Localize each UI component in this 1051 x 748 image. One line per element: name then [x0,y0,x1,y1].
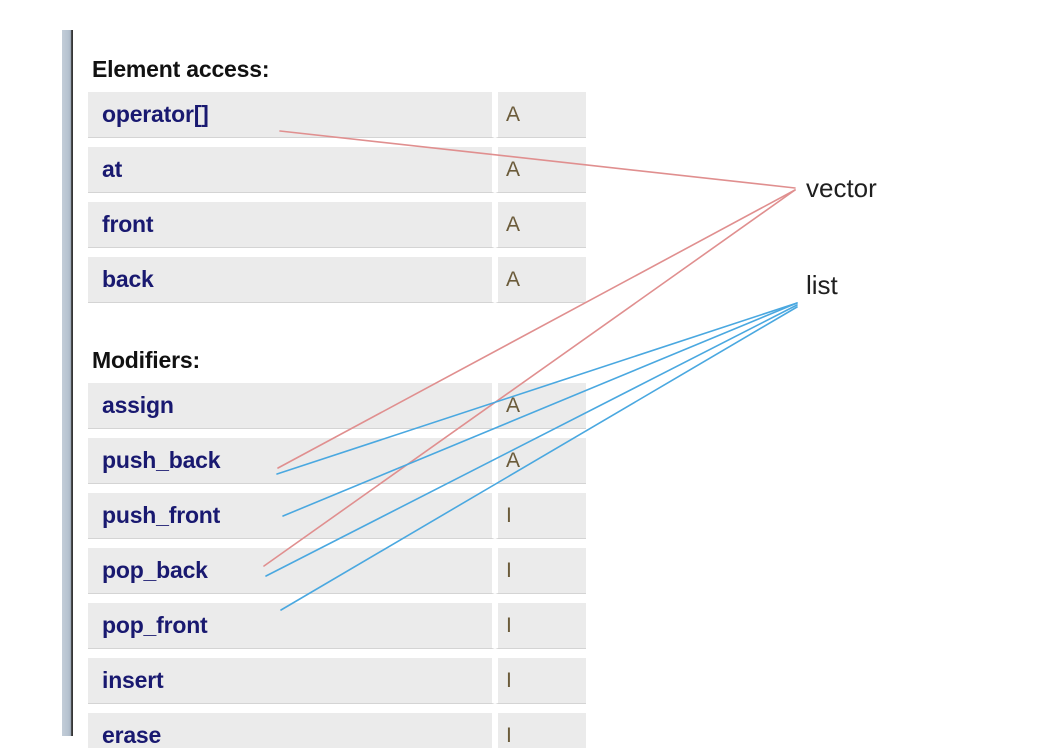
table-row[interactable]: pop_back I [88,547,586,594]
table-row[interactable]: erase I [88,712,586,748]
section-heading-element-access: Element access: [92,56,558,83]
function-desc-label: A [506,102,521,126]
function-desc-label: I [506,503,512,527]
cell-function-name[interactable]: front [88,201,495,248]
cell-function-name[interactable]: back [88,256,495,303]
function-name-label: insert [102,667,164,693]
row-spacer-cell [88,649,586,657]
cell-function-name[interactable]: push_back [88,437,495,484]
cell-function-desc[interactable]: A [495,382,586,429]
table-row[interactable]: front A [88,201,586,248]
table-row[interactable]: insert I [88,657,586,704]
function-desc-label: A [506,267,521,291]
row-spacer [88,429,586,437]
row-spacer [88,193,586,201]
table-row[interactable]: push_front I [88,492,586,539]
section-heading-colon: : [261,56,270,82]
annotation-label-list: list [806,270,838,300]
cell-function-desc[interactable]: I [495,492,586,539]
function-desc-label: I [506,668,512,692]
section-element-access: Element access: operator[] A at A front [88,56,586,303]
function-desc-label: I [506,723,512,747]
function-name-label: assign [102,392,174,418]
row-spacer [88,248,586,256]
cell-function-name[interactable]: operator[] [88,91,495,138]
cell-function-desc[interactable]: A [495,437,586,484]
function-desc-label: A [506,393,521,417]
table-row[interactable]: at A [88,146,586,193]
function-desc-label: A [506,157,521,181]
cell-function-desc[interactable]: I [495,712,586,748]
function-desc-label: A [506,448,521,472]
function-table-element-access: operator[] A at A front A bac [88,91,586,303]
function-name-label: push_front [102,502,221,528]
table-row[interactable]: push_back A [88,437,586,484]
function-desc-label: A [506,212,521,236]
cell-function-name[interactable]: pop_back [88,547,495,594]
row-spacer-cell [88,429,586,437]
row-spacer-cell [88,484,586,492]
row-spacer-cell [88,539,586,547]
cell-function-desc[interactable]: I [495,547,586,594]
function-name-label: back [102,266,154,292]
row-spacer-cell [88,193,586,201]
function-name-label: operator[] [102,101,209,127]
cell-function-desc[interactable]: A [495,146,586,193]
section-modifiers: Modifiers: assign A push_back A push_fro [88,347,586,748]
table-row[interactable]: pop_front I [88,602,586,649]
table-row[interactable]: back A [88,256,586,303]
cell-function-desc[interactable]: I [495,657,586,704]
row-spacer [88,484,586,492]
cell-function-desc[interactable]: A [495,201,586,248]
row-spacer-cell [88,248,586,256]
section-heading-text: Element access [92,56,262,82]
row-spacer [88,649,586,657]
cell-function-name[interactable]: push_front [88,492,495,539]
section-heading-colon: : [192,347,200,373]
function-name-label: at [102,156,123,182]
cell-function-name[interactable]: assign [88,382,495,429]
cell-function-name[interactable]: at [88,146,495,193]
row-spacer-cell [88,704,586,712]
row-spacer [88,594,586,602]
function-name-label: pop_back [102,557,208,583]
section-heading-text: Modifiers [92,347,193,373]
row-spacer [88,138,586,146]
table-row[interactable]: operator[] A [88,91,586,138]
function-name-label: pop_front [102,612,208,638]
row-spacer-cell [88,138,586,146]
cell-function-name[interactable]: pop_front [88,602,495,649]
function-table-modifiers: assign A push_back A push_front I [88,382,586,748]
table-row[interactable]: assign A [88,382,586,429]
cell-function-desc[interactable]: A [495,256,586,303]
vertical-divider-bar[interactable] [62,30,73,736]
function-name-label: push_back [102,447,221,473]
row-spacer [88,539,586,547]
function-name-label: erase [102,722,162,748]
cell-function-desc[interactable]: I [495,602,586,649]
function-desc-label: I [506,558,512,582]
content-column: Element access: operator[] A at A front [88,56,586,748]
section-spacer [88,303,558,347]
section-heading-modifiers: Modifiers: [92,347,558,374]
cell-function-name[interactable]: erase [88,712,495,748]
function-name-label: front [102,211,154,237]
cell-function-name[interactable]: insert [88,657,495,704]
row-spacer [88,704,586,712]
function-desc-label: I [506,613,512,637]
cell-function-desc[interactable]: A [495,91,586,138]
annotation-label-vector: vector [806,173,877,203]
row-spacer-cell [88,594,586,602]
